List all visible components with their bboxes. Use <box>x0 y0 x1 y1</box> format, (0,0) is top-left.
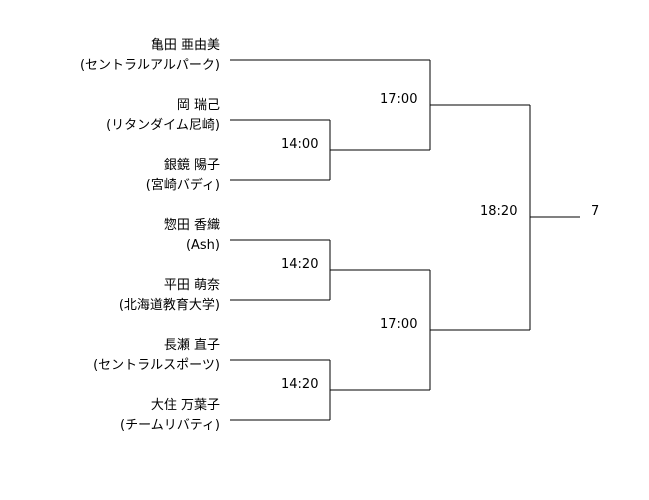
player-name: 銀鏡 陽子 <box>163 158 220 173</box>
player-name: 亀田 亜由美 <box>150 38 220 53</box>
player-name: 大住 万葉子 <box>150 398 220 413</box>
player-name: 平田 萌奈 <box>163 278 220 293</box>
match-time-semifinal-top: 17:00 <box>380 92 418 107</box>
match-time-r1-c: 14:20 <box>281 377 319 392</box>
player-team: (リタンダイム尼崎) <box>106 118 220 133</box>
player-7: 大住 万葉子 (チームリバティ) <box>120 396 220 436</box>
player-team: (北海道教育大学) <box>118 298 220 313</box>
player-4: 惣田 香織 (Ash) <box>164 216 220 256</box>
player-team: (セントラルアルパーク) <box>79 58 220 73</box>
player-name: 岡 瑞己 <box>176 98 220 113</box>
player-team: (チームリバティ) <box>120 418 220 433</box>
player-name: 長瀬 直子 <box>163 338 220 353</box>
player-name: 惣田 香織 <box>163 218 220 233</box>
player-6: 長瀬 直子 (セントラルスポーツ) <box>93 336 220 376</box>
match-time-r1-a: 14:00 <box>281 137 319 152</box>
player-team: (セントラルスポーツ) <box>93 358 220 373</box>
player-team: (Ash) <box>185 238 220 253</box>
player-team: (宮崎バディ) <box>145 178 220 193</box>
match-time-final: 18:20 <box>480 204 518 219</box>
match-time-r1-b: 14:20 <box>281 257 319 272</box>
player-5: 平田 萌奈 (北海道教育大学) <box>119 276 220 316</box>
player-2: 岡 瑞己 (リタンダイム尼崎) <box>106 96 220 136</box>
match-time-semifinal-bottom: 17:00 <box>380 317 418 332</box>
player-1: 亀田 亜由美 (セントラルアルパーク) <box>80 36 220 76</box>
final-result: 7 <box>591 204 600 219</box>
player-3: 銀鏡 陽子 (宮崎バディ) <box>146 156 220 196</box>
